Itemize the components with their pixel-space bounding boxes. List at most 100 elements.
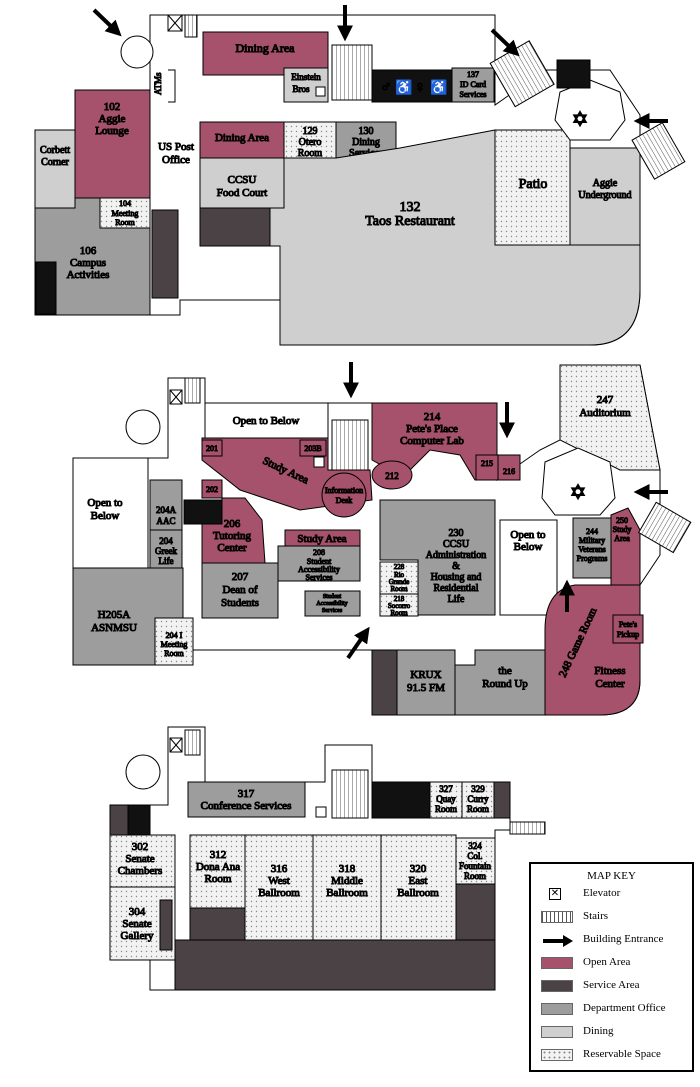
aggie-lounge-label-1: 102 (104, 101, 121, 113)
fitness-label-1: Fitness (594, 665, 625, 677)
ccsu-admin-label-5: Housing and (431, 572, 482, 583)
krux-radio (396, 649, 456, 716)
elevator-icon: ✕ (549, 888, 561, 900)
petes-pickup-label-2: Pickup (617, 630, 639, 639)
round-up-label-1: the (498, 665, 512, 677)
otero-label-3: Room (298, 148, 323, 159)
key-row-stairs: Stairs (541, 909, 691, 927)
star-icon: ✡ (570, 482, 587, 504)
sas-208-label-4: Services (305, 573, 332, 582)
service-area (109, 804, 129, 836)
stairs-icon (331, 44, 373, 101)
room-216-label: 216 (503, 467, 515, 476)
meeting-104-label-1: 104 (119, 199, 131, 208)
restroom-block (183, 499, 223, 525)
ccsu-admin-label-6: Residential (434, 583, 479, 594)
open-below-top (204, 402, 329, 439)
einstein-label-2: Bros (292, 84, 310, 94)
entrance-arrow (490, 28, 520, 57)
study-250-label-1: 250 (616, 516, 628, 525)
tutoring-label-3: Center (217, 542, 247, 554)
dean-label-1: 207 (232, 571, 249, 583)
military-veterans-programs (572, 517, 612, 579)
map-key: MAP KEY ✕ Elevator Stairs Building Entra… (529, 862, 694, 1072)
curry-label-3: Room (467, 804, 489, 814)
study-250-label-3: Area (614, 534, 630, 543)
key-row-elevator: ✕ Elevator (541, 886, 691, 904)
stairs-icon (331, 769, 369, 819)
stairs-icon (541, 911, 573, 923)
study-250-label-2: Study (613, 525, 632, 534)
col-fountain-room (455, 837, 496, 885)
ccsu-admin-label-2: CCSU (443, 539, 470, 550)
taos-label-1: 132 (400, 200, 421, 215)
information-desk (321, 472, 367, 518)
corbett-label-1: Corbett (40, 145, 70, 156)
west-ballroom-label-1: 316 (271, 863, 288, 875)
elevator-icon (313, 456, 325, 468)
room-203b (299, 439, 327, 457)
stairs-icon (509, 821, 546, 835)
aggie-lounge-label-2: Aggie (99, 113, 126, 125)
id-card-label-1: 137 (467, 70, 479, 79)
campus-activities-label-1: 106 (80, 245, 97, 257)
room-203b-label: 203B (304, 444, 321, 453)
conference-label-2: Conference Services (201, 800, 292, 812)
stairs-icon (637, 501, 692, 554)
aggie-underground-label-1: Aggie (593, 178, 618, 189)
otero-room (283, 121, 337, 159)
senate-gallery-label-1: 304 (129, 906, 146, 918)
auditorium-label-1: 247 (597, 394, 614, 406)
senate-chambers-label-2: Senate (125, 853, 154, 865)
patio (494, 129, 571, 246)
service-area (174, 939, 496, 991)
swatch-department-office (541, 1003, 573, 1015)
krux-label-2: 91.5 FM (407, 682, 445, 694)
ccsu-food-label-2: Food Court (217, 187, 267, 199)
ccsu-food-label-1: CCSU (228, 174, 257, 186)
dean-label-2: Dean of (222, 584, 257, 596)
swatch-dining (541, 1026, 573, 1038)
room-212 (371, 460, 413, 490)
socorro-label-3: Room (390, 609, 408, 617)
senate-gallery-label-2: Senate (122, 918, 151, 930)
service-area (199, 207, 271, 247)
key-label-entrance: Building Entrance (583, 933, 664, 945)
restroom-block (35, 261, 57, 315)
restroom-block (371, 781, 431, 819)
accessible-icon: ♿ (430, 79, 447, 96)
open-below-left-label-2: Below (91, 510, 120, 522)
open-below-right-label-1: Open to (510, 529, 546, 541)
senate-chambers-label-1: 302 (132, 841, 149, 853)
service-area (371, 649, 398, 716)
campus-activities-label-3: Activities (67, 269, 110, 281)
elevator-icon (315, 86, 326, 97)
sas-small-label-1: Student (323, 594, 342, 600)
key-label-department-office: Department Office (583, 1002, 666, 1014)
info-desk-label-1: Information (325, 486, 363, 495)
col-fountain-label-4: Room (464, 871, 486, 881)
col-fountain-label-3: Fountain (459, 861, 492, 871)
meeting-room-204i (154, 617, 194, 666)
petes-pickup-label-1: Pete's (619, 620, 637, 629)
elevator-shaft (125, 409, 161, 445)
socorro-label-1: 218 (394, 595, 405, 603)
swatch-service-area (541, 980, 573, 992)
rotunda (541, 447, 616, 516)
atms-label: ATMs (153, 72, 163, 95)
ccsu-admin-label-4: & (452, 561, 460, 572)
open-below-left-label-1: Open to (87, 497, 123, 509)
sas-small-label-3: Services (322, 608, 343, 614)
open-below-right (499, 519, 558, 616)
service-area (455, 883, 496, 941)
restroom-block (556, 59, 591, 89)
open-below-left (72, 457, 149, 569)
meeting-room-104 (99, 197, 151, 229)
tutoring-label-2: Tutoring (213, 530, 252, 542)
restroom-block (127, 804, 151, 836)
asnmsu-label-1: H205A (98, 609, 130, 621)
auditorium (559, 364, 661, 471)
auditorium-label-2: Auditorium (579, 407, 631, 419)
fitness-label-2: Center (595, 678, 625, 690)
meeting-204i-label-2: Meeting (161, 640, 188, 649)
